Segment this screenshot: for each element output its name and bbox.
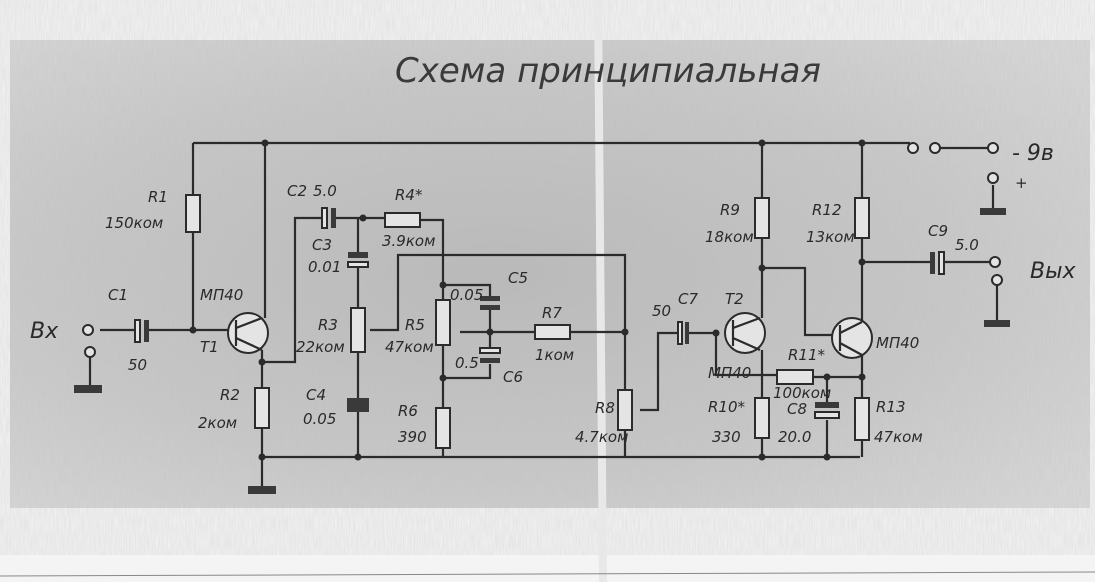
resistor-r12 [854, 197, 870, 239]
resistor-r2 [254, 387, 270, 429]
transistors [227, 312, 873, 359]
terminals [74, 142, 1010, 494]
capacitor-c9 [938, 251, 945, 275]
potentiometer-r3 [350, 307, 366, 353]
capacitor-c4 [347, 398, 369, 412]
r3-label: R3 [318, 316, 338, 334]
capacitor-c7 [685, 322, 689, 344]
capacitor-c1 [144, 320, 149, 342]
r9-value: 18ком [705, 228, 754, 246]
junction-dots [189, 139, 866, 461]
resistor-r7 [534, 324, 571, 340]
output-label: Вых [1030, 259, 1076, 284]
t2-type: МП40 [708, 364, 751, 382]
capacitor-c3 [347, 261, 369, 268]
r3-value: 22ком [296, 338, 345, 356]
power-switch [907, 142, 919, 154]
resistor-r10 [754, 397, 770, 439]
c2-value: 5.0 [313, 182, 337, 200]
resistors [185, 194, 870, 449]
t2-label: T2 [725, 290, 744, 308]
capacitor-c2 [331, 208, 336, 228]
c8-label: C8 [787, 400, 807, 418]
t1-type: МП40 [200, 286, 243, 304]
r6-value: 390 [398, 428, 427, 446]
t3-type: МП40 [876, 334, 919, 352]
ground-main [248, 486, 276, 494]
r5-value: 47ком [385, 338, 434, 356]
plus-label: + [1015, 174, 1028, 192]
capacitor-c6 [480, 358, 500, 363]
c9-label: C9 [928, 222, 948, 240]
c2-label: C2 [287, 182, 307, 200]
resistor-r9 [754, 197, 770, 239]
c4-label: C4 [306, 386, 326, 404]
resistor-r6 [435, 407, 451, 449]
labels: Вх Вых - 9в + C1 50 R1 150ком МП40 T1 R2… [30, 141, 1076, 446]
c1-label: C1 [108, 286, 128, 304]
resistor-r4 [384, 212, 421, 228]
ground-output [984, 320, 1010, 327]
c1-value: 50 [128, 356, 147, 374]
r12-value: 13ком [806, 228, 855, 246]
r2-label: R2 [220, 386, 240, 404]
r13-label: R13 [876, 398, 906, 416]
c3-value: 0.01 [308, 258, 341, 276]
r12-label: R12 [812, 201, 842, 219]
resistor-r11 [776, 369, 814, 385]
transistor-t3 [831, 317, 873, 359]
transistor-t2 [724, 312, 766, 354]
r4-value: 3.9ком [382, 232, 435, 250]
r7-label: R7 [542, 304, 562, 322]
c5-value: 0.05 [450, 286, 483, 304]
capacitor-c5 [480, 305, 500, 310]
capacitor-c8 [814, 411, 840, 419]
c9-value: 5.0 [955, 236, 979, 254]
r1-value: 150ком [105, 214, 163, 232]
ground-input [74, 385, 102, 393]
r11-value: 100ком [773, 384, 831, 402]
r4-label: R4* [395, 186, 423, 204]
r6-label: R6 [398, 402, 418, 420]
r7-value: 1ком [535, 346, 574, 364]
transistor-t1 [227, 312, 269, 354]
paper-edge [0, 571, 1095, 577]
r1-label: R1 [148, 188, 168, 206]
supply-label: - 9в [1012, 141, 1054, 166]
resistor-r1 [185, 194, 201, 233]
t1-label: T1 [200, 338, 219, 356]
c3-label: C3 [312, 236, 332, 254]
r8-label: R8 [595, 399, 615, 417]
r10-label: R10* [708, 398, 746, 416]
paper-fold [594, 0, 607, 582]
diagram-title: Схема принципиальная [395, 51, 821, 91]
scan-noise [10, 40, 1090, 508]
ground-supply [980, 208, 1006, 215]
potentiometer-r5 [435, 299, 451, 346]
r11-label: R11* [788, 346, 826, 364]
c8-value: 20.0 [778, 428, 811, 446]
input-label: Вх [30, 319, 59, 344]
c6-value: 0.5 [455, 354, 479, 372]
r2-value: 2ком [198, 414, 237, 432]
c7-value: 50 [652, 302, 671, 320]
r8-value: 4.7ком [575, 428, 628, 446]
resistor-r13 [854, 397, 870, 441]
r13-value: 47ком [874, 428, 923, 446]
r10-value: 330 [712, 428, 741, 446]
c7-label: C7 [678, 290, 698, 308]
capacitors [134, 207, 945, 419]
c4-value: 0.05 [303, 410, 336, 428]
c5-label: C5 [508, 269, 528, 287]
r9-label: R9 [720, 201, 740, 219]
c6-label: C6 [503, 368, 523, 386]
r5-label: R5 [405, 316, 425, 334]
potentiometer-r8 [617, 389, 633, 431]
